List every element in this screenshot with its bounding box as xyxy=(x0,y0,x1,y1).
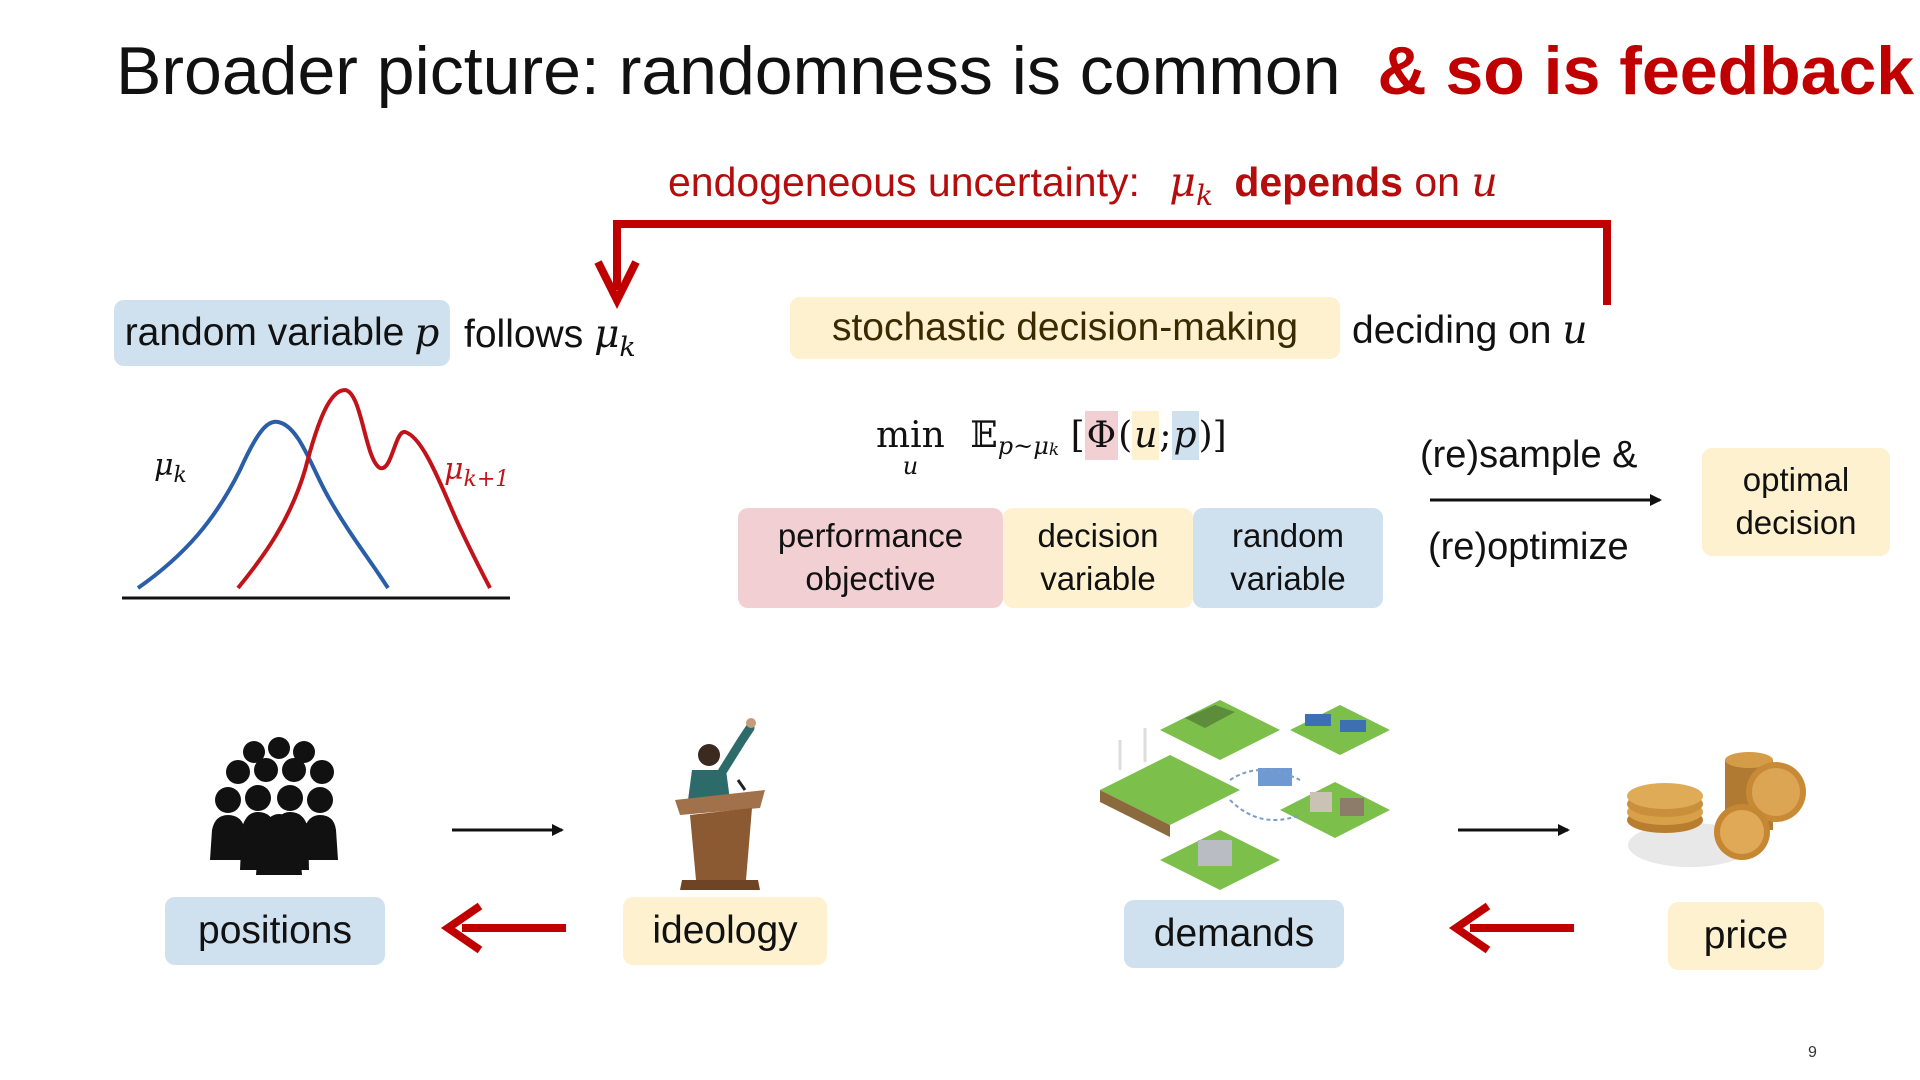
feedback-mu-sub: k xyxy=(1195,179,1213,213)
price-box: price xyxy=(1668,902,1824,970)
price-label: price xyxy=(1703,914,1789,957)
legend-random-variable: random variable xyxy=(1193,508,1383,608)
formula-expect-sub-k: k xyxy=(1048,440,1060,460)
deciding-on-word: deciding on xyxy=(1352,309,1552,352)
page-number: 9 xyxy=(1808,1044,1817,1061)
follows-mu: μ xyxy=(594,312,620,357)
follows-mu-sub: k xyxy=(619,331,636,363)
optimal-line2: decision xyxy=(1735,504,1857,541)
demands-box: demands xyxy=(1124,900,1344,968)
feedback-u: u xyxy=(1471,158,1498,206)
formula-bracket-open: [ xyxy=(1070,415,1085,456)
random-variable-p: p xyxy=(414,310,440,356)
legend-random-line2: variable xyxy=(1230,560,1346,597)
curve-label-mu-k1: μk+1 xyxy=(444,452,509,492)
random-variable-label: random variable xyxy=(124,311,405,354)
stochastic-label: stochastic decision-making xyxy=(831,306,1299,349)
speaker-podium-icon xyxy=(675,718,765,890)
arrow-price-to-demands xyxy=(1448,902,1574,954)
title-highlight: & so is feedback xyxy=(1377,33,1915,109)
formula-min-block: min u xyxy=(876,415,945,480)
reoptimize-label: (re)optimize xyxy=(1428,526,1629,568)
feedback-caption: endogeneous uncertainty: μk depends on u xyxy=(668,158,1498,212)
formula-p: p xyxy=(1171,411,1199,460)
deciding-on-u: u xyxy=(1562,308,1588,353)
curve-label-mu-k1-base: μ xyxy=(444,452,464,487)
curve-mu-k1 xyxy=(236,387,492,590)
legend-decision-line2: variable xyxy=(1040,560,1156,597)
stochastic-box: stochastic decision-making xyxy=(790,297,1340,359)
coins-icon xyxy=(1627,752,1806,867)
curve-label-mu-k-base: μ xyxy=(154,448,174,483)
random-variable-box: random variable p xyxy=(114,300,450,366)
feedback-depends: depends xyxy=(1234,159,1403,205)
formula-u: u xyxy=(1132,411,1160,460)
smart-grid-icon xyxy=(1100,700,1390,890)
formula-paren-open: ( xyxy=(1118,415,1133,456)
crowd-icon xyxy=(210,737,338,875)
curve-label-mu-k-sub: k xyxy=(173,463,187,488)
demands-label: demands xyxy=(1153,912,1315,955)
formula-paren-close: )] xyxy=(1198,415,1227,456)
positions-box: positions xyxy=(165,897,385,965)
feedback-prefix: endogeneous uncertainty: xyxy=(668,159,1140,205)
ideology-box: ideology xyxy=(623,897,827,965)
formula-expectation: 𝔼 xyxy=(970,415,998,456)
legend-performance-line1: performance xyxy=(777,517,964,555)
legend-decision-line1: decision xyxy=(1037,517,1159,555)
feedback-arrow xyxy=(594,220,1611,309)
curve-label-mu-k1-sub: k+1 xyxy=(463,467,510,492)
formula-phi: Φ xyxy=(1084,411,1119,460)
arrow-ideology-to-positions xyxy=(440,902,566,954)
follows-word: follows xyxy=(464,313,584,356)
follows-text: follows μk xyxy=(464,312,636,363)
feedback-mu: μ xyxy=(1169,158,1196,206)
formula-semicolon: ; xyxy=(1159,415,1172,456)
optimal-line1: optimal xyxy=(1742,461,1850,499)
slide-title: Broader picture: randomness is common & … xyxy=(116,32,1914,110)
legend-performance-objective: performance objective xyxy=(738,508,1003,608)
deciding-on-text: deciding on u xyxy=(1352,308,1587,353)
positions-label: positions xyxy=(198,909,352,952)
formula-min-u: u xyxy=(902,452,919,480)
feedback-on: on xyxy=(1414,159,1460,205)
title-main: Broader picture: randomness is common xyxy=(116,33,1341,109)
legend-performance-line2: objective xyxy=(805,560,936,597)
curve-mu-k xyxy=(136,419,390,590)
ideology-label: ideology xyxy=(652,909,798,952)
formula-min: min xyxy=(876,415,945,456)
legend-decision-variable: decision variable xyxy=(1003,508,1193,608)
objective-formula: min u 𝔼p~μk [Φ(u;p)] xyxy=(876,411,1227,480)
legend-random-line1: random xyxy=(1232,517,1344,555)
optimal-decision-box: optimal decision xyxy=(1702,448,1890,556)
formula-expect-sub: p~μ xyxy=(997,432,1049,460)
resample-label: (re)sample & xyxy=(1420,434,1638,476)
curve-label-mu-k: μk xyxy=(154,448,187,488)
